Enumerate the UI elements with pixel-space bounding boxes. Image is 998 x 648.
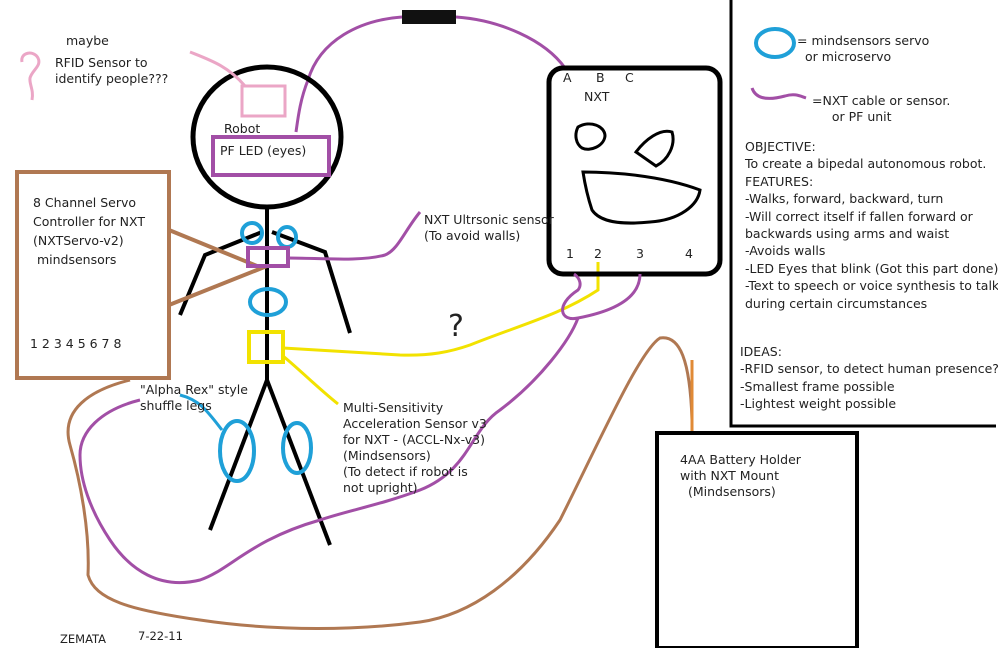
battery-brown-cable [66,336,694,630]
pf-led-label: PF LED (eyes) [220,143,307,158]
nxt-port-3: 3 [636,246,644,261]
shuffle-legs-pointer [179,393,224,431]
rfid-sensor-line [189,50,247,87]
legend-cable-text: =NXT cable or sensor. or PF unit [812,93,951,124]
battery-holder-box [655,431,859,648]
legend-cable-icon [750,87,807,100]
info-panel-border [729,0,996,428]
legend-servo-icon [754,27,796,59]
waist-servo [248,287,288,317]
servo-controller-label: 8 Channel Servo Controller for NXT (NXTS… [33,195,145,267]
question-mark: ? [448,309,464,344]
ideas-text: IDEAS: -RFID sensor, to detect human pre… [740,344,998,412]
author-label: ZEMATA [60,632,107,646]
nxt-port-b: B [596,70,605,85]
rfid-question-mark [20,51,41,101]
cable-connector-block [402,10,456,24]
servo-controller-box [15,170,171,380]
battery-label: 4AA Battery Holder with NXT Mount (Minds… [680,452,801,499]
nxt-brick [546,65,723,277]
nxt-port3-cable [561,272,642,321]
accel-sensor-box [247,330,285,364]
nxt-port-2: 2 [594,246,602,261]
shoulder-servo-left [240,221,264,245]
ultrasonic-cable [287,211,422,261]
nxt-port-4: 4 [685,246,693,261]
robot-left-leg [208,379,269,531]
robot-label: Robot [224,121,261,136]
date-label: 7-22-11 [138,629,183,643]
nxt-long-cable [78,317,580,585]
objective-features-text: OBJECTIVE: To create a bipedal autonomou… [745,139,998,311]
rfid-note: RFID Sensor to identify people??? [55,55,169,86]
alpha-rex-label: "Alpha Rex" style shuffle legs [140,382,248,413]
robot-right-leg [265,379,332,546]
leg-servo-right [281,421,313,475]
accel-label: Multi-Sensitivity Acceleration Sensor v3… [343,400,487,495]
servo-ports-label: 1 2 3 4 5 6 7 8 [30,336,122,351]
accel-label-pointer [282,354,339,406]
pf-led-box [211,135,331,177]
nxt-cable-top [294,15,567,133]
accel-cable [282,262,600,357]
legend-servo-text: = mindsensors servo or microservo [797,33,930,64]
nxt-port-c: C [625,70,634,85]
nxt-port-a: A [563,70,572,85]
nxt-face-left-eye [574,122,607,151]
rfid-sensor-box [240,84,287,118]
nxt-face-mouth [581,170,702,225]
robot-right-arm [271,230,352,334]
nxt-title: NXT [584,89,610,104]
maybe-label: maybe [66,33,109,48]
nxt-face-right-eye [633,129,675,168]
ultrasonic-label: NXT Ultrsonic sensor (To avoid walls) [424,212,554,243]
nxt-port-1: 1 [566,246,574,261]
leg-servo-left [218,419,256,483]
